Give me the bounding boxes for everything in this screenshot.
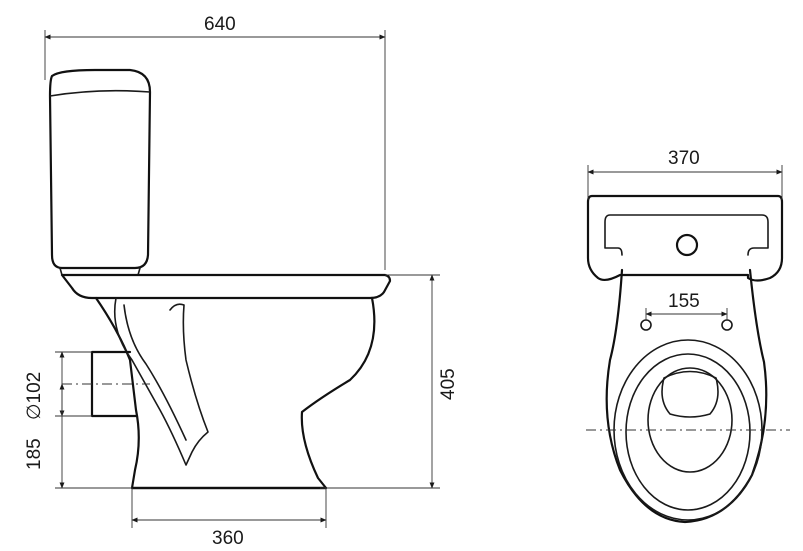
- top-bowl-outline: [605, 268, 768, 524]
- cistern-lid-line: [49, 89, 151, 97]
- siphon-trap-inner: [123, 304, 187, 441]
- bowl-body: [94, 296, 376, 490]
- dim-label-102: ∅102: [24, 372, 45, 420]
- dim-label-360: 360: [212, 528, 244, 549]
- dim-label-370: 370: [668, 148, 700, 169]
- side-view: [48, 68, 392, 490]
- dim-label-185: 185: [24, 438, 45, 470]
- dim-label-640: 640: [204, 14, 236, 35]
- side-dimensions: 640 405 360 ∅102 185: [24, 14, 459, 549]
- cistern-tank: [48, 68, 152, 270]
- top-view: [586, 194, 790, 524]
- top-dimensions: 370 155: [587, 148, 783, 320]
- dim-label-405: 405: [438, 368, 459, 400]
- bowl-rim: [60, 273, 392, 300]
- top-bowl-inner: [647, 367, 733, 473]
- mount-hole-right: [721, 319, 733, 331]
- dim-label-155: 155: [668, 291, 700, 312]
- top-cistern-inner: [604, 214, 769, 256]
- flush-button: [675, 233, 699, 257]
- top-drain-opening: [661, 370, 719, 418]
- top-cistern: [586, 194, 784, 282]
- mount-hole-left: [640, 319, 652, 331]
- top-seat-inner: [625, 353, 751, 511]
- siphon-trap: [113, 297, 209, 466]
